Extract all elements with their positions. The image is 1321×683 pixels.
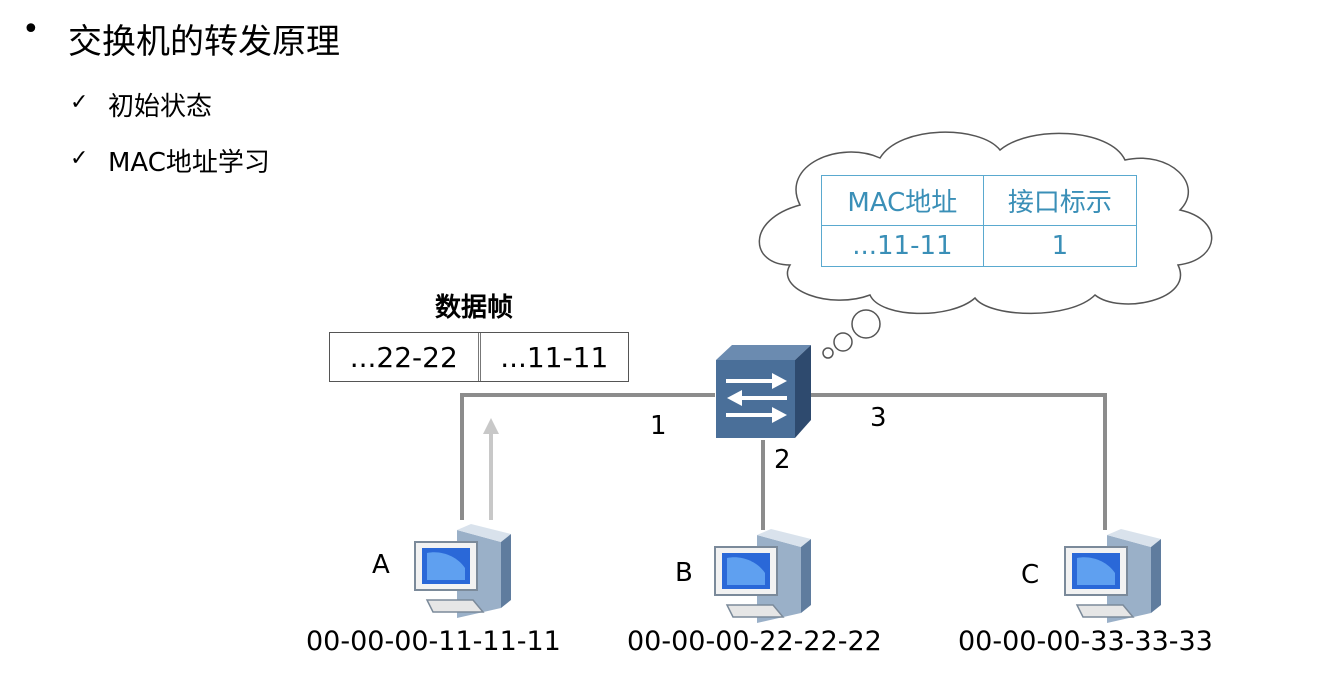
- switch-icon: [716, 345, 811, 438]
- bullet: •: [22, 12, 40, 47]
- links: [460, 393, 1107, 530]
- check-icon: ✓: [70, 90, 89, 115]
- frame-label: 数据帧: [435, 293, 514, 323]
- host-label-a: A: [372, 550, 390, 580]
- table-header-port: 接口标示: [982, 175, 1138, 226]
- table-cell-port: 1: [982, 224, 1138, 268]
- computer-icon-b: [714, 529, 811, 623]
- up-arrow-icon: [483, 418, 499, 520]
- host-mac-a: 00-00-00-11-11-11: [306, 626, 561, 657]
- slide-title: 交换机的转发原理: [68, 22, 340, 62]
- table-header-mac: MAC地址: [821, 175, 984, 226]
- host-mac-b: 00-00-00-22-22-22: [627, 626, 882, 657]
- frame-src-mac: ...11-11: [500, 340, 609, 374]
- sub-item-mac-learning: MAC地址学习: [108, 148, 270, 178]
- table-row: ...11-11 1: [821, 224, 1138, 268]
- frame-dest-mac: ...22-22: [330, 333, 481, 381]
- table-cell-mac: ...11-11: [821, 224, 984, 268]
- data-frame: ...22-22 ...11-11: [329, 332, 629, 382]
- host-label-b: B: [675, 558, 693, 588]
- computer-icon-c: [1064, 529, 1161, 623]
- port-label-1: 1: [650, 411, 667, 441]
- host-label-c: C: [1021, 560, 1040, 590]
- check-icon: ✓: [70, 146, 89, 171]
- mac-address-table: MAC地址 接口标示 ...11-11 1: [821, 175, 1138, 268]
- port-label-2: 2: [774, 445, 791, 475]
- computer-icon-a: [414, 524, 511, 618]
- table-header-row: MAC地址 接口标示: [821, 175, 1138, 226]
- host-mac-c: 00-00-00-33-33-33: [958, 626, 1213, 657]
- port-label-3: 3: [870, 403, 887, 433]
- sub-item-initial-state: 初始状态: [108, 92, 213, 122]
